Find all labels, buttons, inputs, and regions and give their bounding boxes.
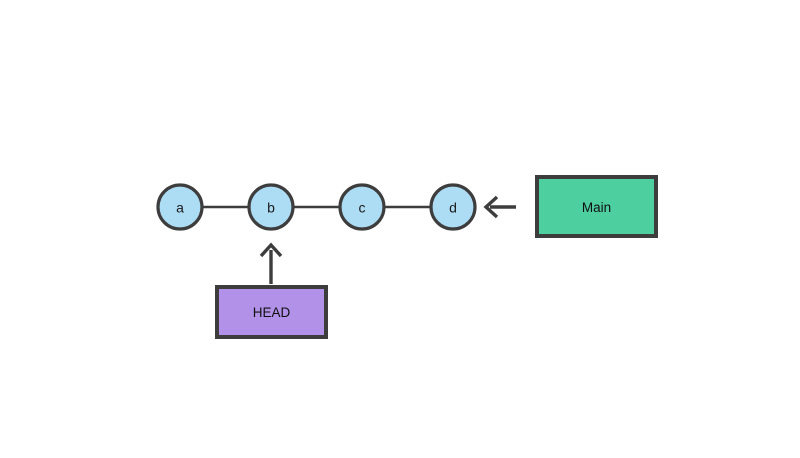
- ref-head-label: HEAD: [253, 305, 291, 320]
- commit-circle-d[interactable]: [429, 183, 477, 231]
- commit-circle-c[interactable]: [338, 183, 386, 231]
- commit-node-a[interactable]: a: [156, 183, 204, 231]
- commit-label-b: b: [267, 200, 275, 216]
- main-ref-arrow-icon: [483, 195, 516, 219]
- ref-head[interactable]: HEAD: [215, 285, 328, 339]
- ref-main-box[interactable]: [535, 175, 658, 238]
- commit-circle-a[interactable]: [156, 183, 204, 231]
- commit-circle-b[interactable]: [247, 183, 295, 231]
- commit-node-d[interactable]: d: [429, 183, 477, 231]
- commit-node-b[interactable]: b: [247, 183, 295, 231]
- head-ref-arrow-icon: [259, 242, 283, 284]
- commit-label-a: a: [176, 200, 184, 216]
- ref-main[interactable]: Main: [535, 175, 658, 238]
- commit-label-c: c: [359, 200, 366, 216]
- ref-main-label: Main: [582, 200, 611, 215]
- commit-label-d: d: [449, 200, 457, 216]
- ref-head-box[interactable]: [215, 285, 328, 339]
- commit-node-c[interactable]: c: [338, 183, 386, 231]
